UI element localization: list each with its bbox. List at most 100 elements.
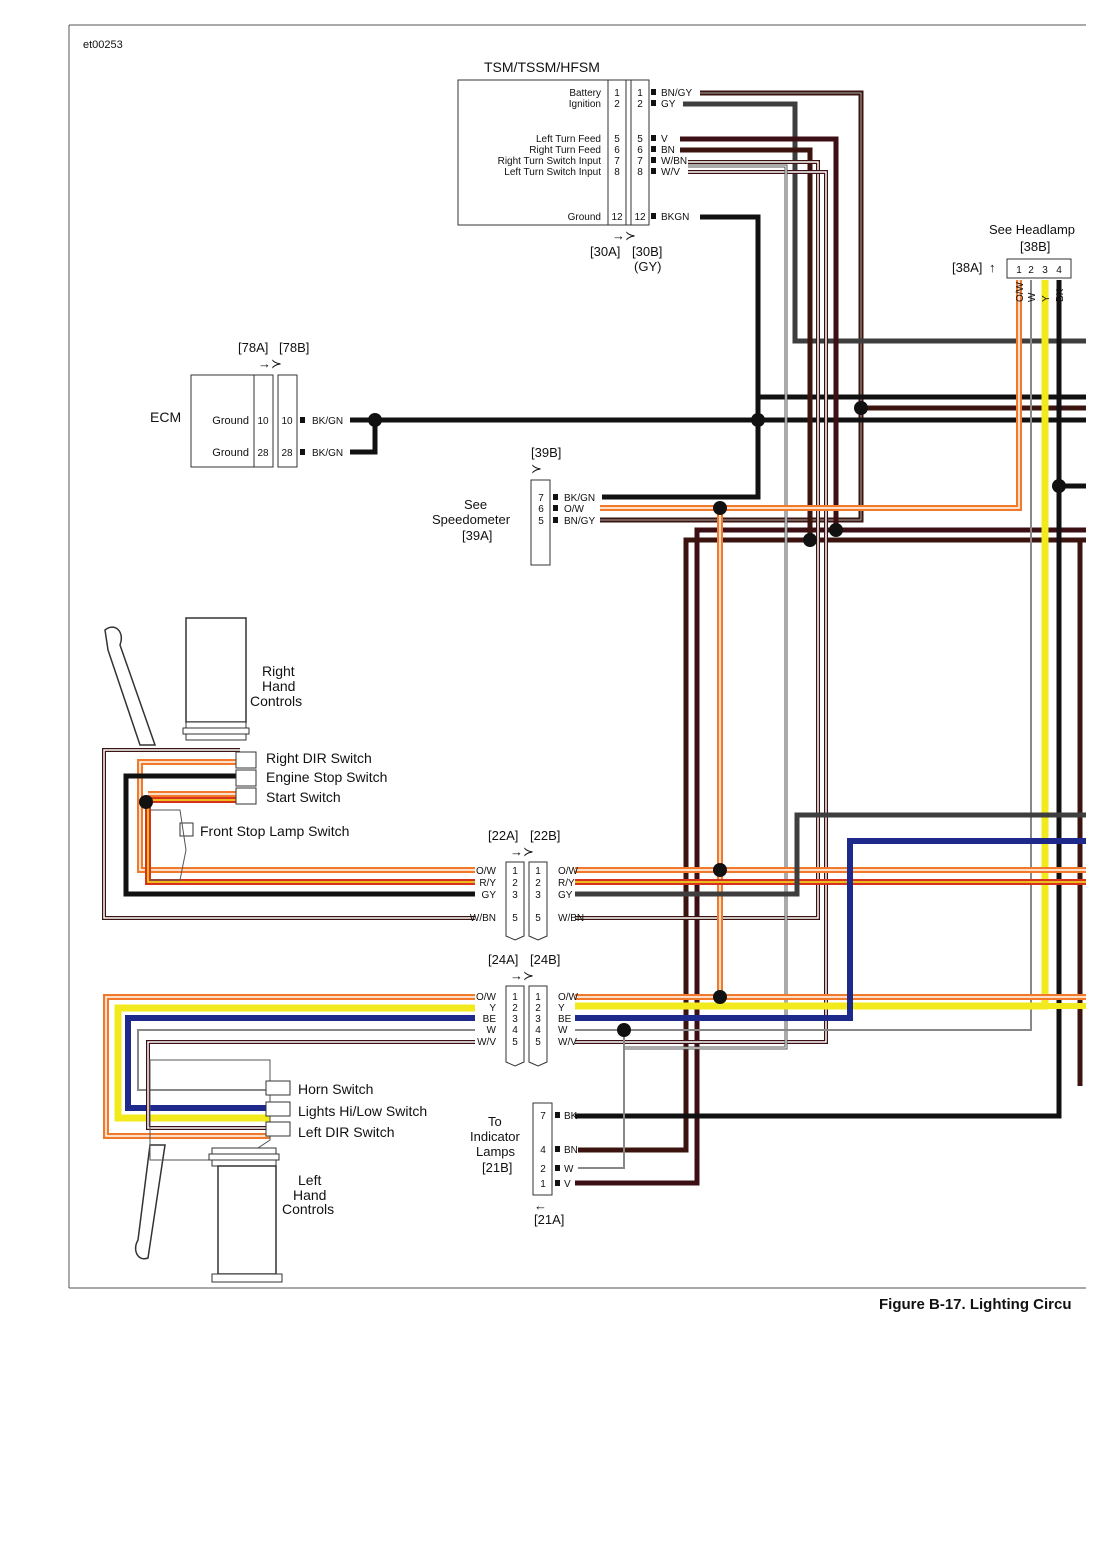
connector-38a: [38A] [952,260,982,275]
tsm-pin-num-b: 7 [637,156,643,167]
connector-78b: [78B] [279,340,309,355]
conn24-pin-num-a: 2 [512,1003,518,1014]
tsm-pin-num-b: 1 [637,88,643,99]
right-switch-3: Front Stop Lamp Switch [200,823,349,839]
left-switch-0: Horn Switch [298,1081,373,1097]
tsm-pin-num-b: 8 [637,167,643,178]
conn24-wire-label-a: O/W [476,992,497,1003]
wire-bn-gy-battery [600,90,864,523]
indicator-wire-label: BN [564,1145,578,1156]
indicator-pin-tick [555,1112,560,1118]
headlamp-wire-label: W [1027,292,1038,302]
indicator-label-3: Lamps [476,1144,516,1159]
headlamp-label: See Headlamp [989,222,1075,237]
splice-bk [1052,479,1066,493]
conn24-wire-label-b: W/V [558,1037,577,1048]
tsm-pin-tick [651,89,656,95]
plug-22a [505,861,525,941]
right-hand-label-3: Controls [250,693,302,709]
horn-switch-box [265,1080,291,1096]
splice-o-w-22 [713,863,727,877]
wire-gy-22b [575,812,1086,897]
wire-w-bn-switch [575,160,820,920]
tsm-wire-label: W/BN [661,156,687,167]
mate-arrow-38: ↑ [989,260,996,275]
conn24-pin-num-b: 2 [535,1003,541,1014]
wire-w-bn-22a [102,748,475,920]
tsm-pin-label: Ignition [569,99,601,110]
headlamp-wire-label: Y [1041,295,1052,302]
mate-arrow-30: →≻ [612,228,636,243]
left-hand-label-3: Controls [282,1201,334,1217]
headlamp-wire-label: BK [1055,288,1066,302]
headlamp-plug [1006,258,1072,279]
tsm-pin-num-b: 6 [637,145,643,156]
right-switch-2: Start Switch [266,789,341,805]
conn22-wire-label-b: O/W [558,866,579,877]
indicator-pin-num: 1 [540,1179,546,1190]
indicator-plug [532,1102,553,1196]
right-grip [185,617,247,723]
tsm-wire-label: BN [661,145,675,156]
wire-w-v-24a [146,1040,475,1130]
tsm-pin-num-a: 6 [614,145,620,156]
tsm-pin-column-a [607,79,627,226]
speedo-pin-tick [553,505,558,511]
mate-arrow-22: →≻ [510,844,534,859]
conn22-wire-label-b: W/BN [558,913,584,924]
splice-ground [751,413,765,427]
conn22-pin-num-b: 2 [535,878,541,889]
ecm-pin-column-a [253,374,274,468]
headlamp-wire-label: O/W [1015,281,1026,302]
right-hand-controls: Right Hand Controls Right DIR Switch Eng… [104,617,387,881]
right-hand-label-1: Right [262,663,295,679]
conn22-pin-num-a: 3 [512,890,518,901]
ecm-label: ECM [150,409,181,425]
speedo-pin-tick [553,517,558,523]
tsm-pin-num-a: 2 [614,99,620,110]
splice-w [617,1023,631,1037]
conn24-wire-label-b: W [558,1025,568,1036]
plug-24b [528,985,548,1067]
conn24-wire-label-b: O/W [558,992,579,1003]
speedo-label-3: [39A] [462,528,492,543]
conn22-pin-num-a: 1 [512,866,518,877]
wire-be-24b [575,838,1086,1021]
plug-22b [528,861,548,941]
tsm-pin-label: Right Turn Switch Input [498,156,602,167]
headlamp-pin-num: 4 [1056,265,1062,276]
wire-bk-gn-ground [700,214,1086,400]
connector-22b: [22B] [530,828,560,843]
ecm-pin-column-b [277,374,298,468]
connector-22a: [22A] [488,828,518,843]
connector-30b: [30B] [632,244,662,259]
conn24-pin-num-a: 3 [512,1014,518,1025]
splice-ecm [368,413,382,427]
wires [102,90,1086,1186]
ecm-pin-num-a: 10 [257,416,269,427]
wire-bn-right-feed [680,147,1086,543]
indicator-pin-tick [555,1180,560,1186]
engine-stop-switch-box [235,769,257,787]
indicator-pin-num: 7 [540,1111,546,1122]
indicator-label-4: [21B] [482,1160,512,1175]
conn24-pin-num-b: 1 [535,992,541,1003]
ecm-pin-label: Ground [212,415,249,427]
tsm-pin-num-b: 2 [637,99,643,110]
left-lever-outline [134,1144,166,1260]
conn22-wire-label-a: GY [482,890,497,901]
tsm-pin-tick [651,100,656,106]
figure-caption: Figure B-17. Lighting Circu [879,1296,1072,1313]
ecm-pin-num-b: 28 [281,448,293,459]
wire-bk-gn-ecm-28 [350,420,378,455]
splice-v [829,523,843,537]
